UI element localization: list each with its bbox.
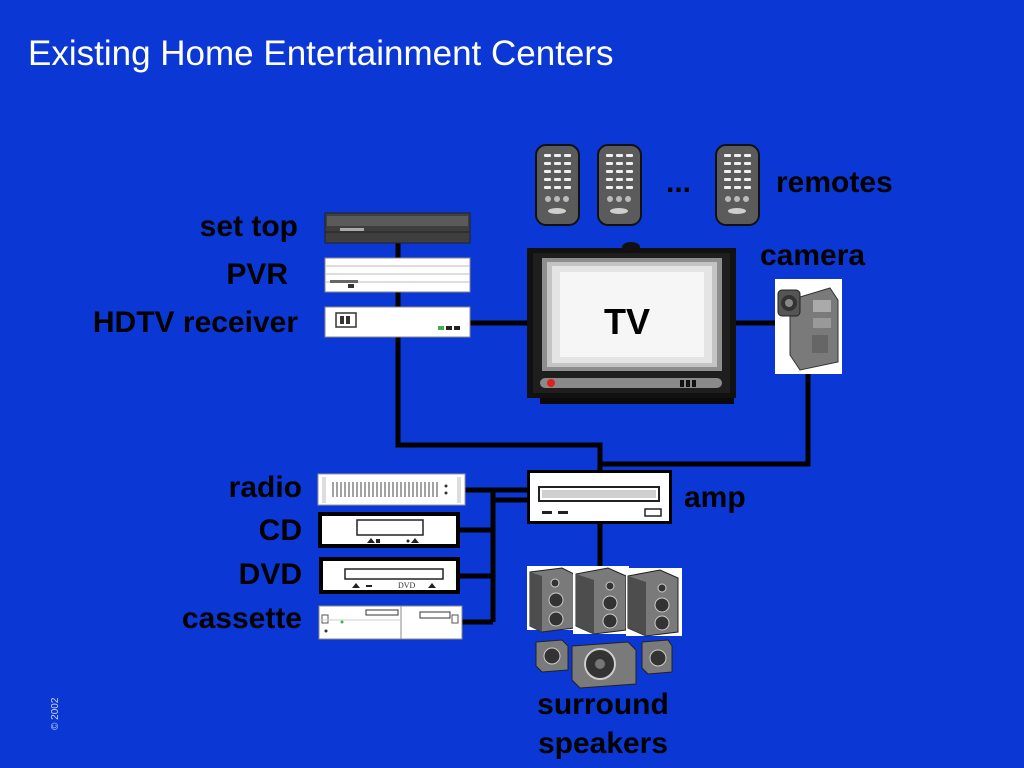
- hdtv-receiver-label: HDTV receiver: [92, 306, 298, 339]
- camera-label: camera: [760, 239, 866, 272]
- amp-label: amp: [684, 481, 746, 514]
- amp-box: [527, 470, 672, 524]
- dvd-player-box: DVD: [319, 557, 460, 594]
- cassette-label: cassette: [181, 602, 302, 635]
- copyright-text: © 2002: [50, 697, 61, 730]
- cables: [395, 241, 811, 625]
- cassette-deck-box: [318, 605, 463, 640]
- surround-label-line1: surround: [537, 688, 669, 721]
- radio-label: radio: [228, 471, 302, 504]
- tv-set: [527, 242, 736, 404]
- slide-title: Existing Home Entertainment Centers: [28, 34, 614, 73]
- surround-speakers-icon: [527, 566, 682, 689]
- set-top-box: [324, 212, 471, 244]
- pvr-label: PVR: [226, 258, 288, 291]
- tv-label: TV: [604, 301, 650, 342]
- cd-player-box: [318, 512, 460, 548]
- dvd-face-text: DVD: [398, 581, 416, 590]
- remotes-label: remotes: [776, 166, 893, 199]
- hdtv-receiver-box: [324, 306, 471, 338]
- cd-label: CD: [258, 514, 302, 547]
- remote-2: [597, 144, 642, 226]
- remotes-ellipsis: ...: [666, 166, 692, 199]
- remote-1: [535, 144, 580, 226]
- remote-3: [715, 144, 760, 226]
- set-top-label: set top: [199, 210, 298, 243]
- cable-camera-amp: [600, 373, 811, 467]
- cable-settop-amp: [395, 241, 603, 470]
- camera-icon: [775, 279, 842, 374]
- pvr-box: [324, 257, 471, 293]
- surround-label-line2: speakers: [537, 727, 669, 760]
- dvd-label: DVD: [238, 558, 302, 591]
- radio-box: [317, 473, 466, 506]
